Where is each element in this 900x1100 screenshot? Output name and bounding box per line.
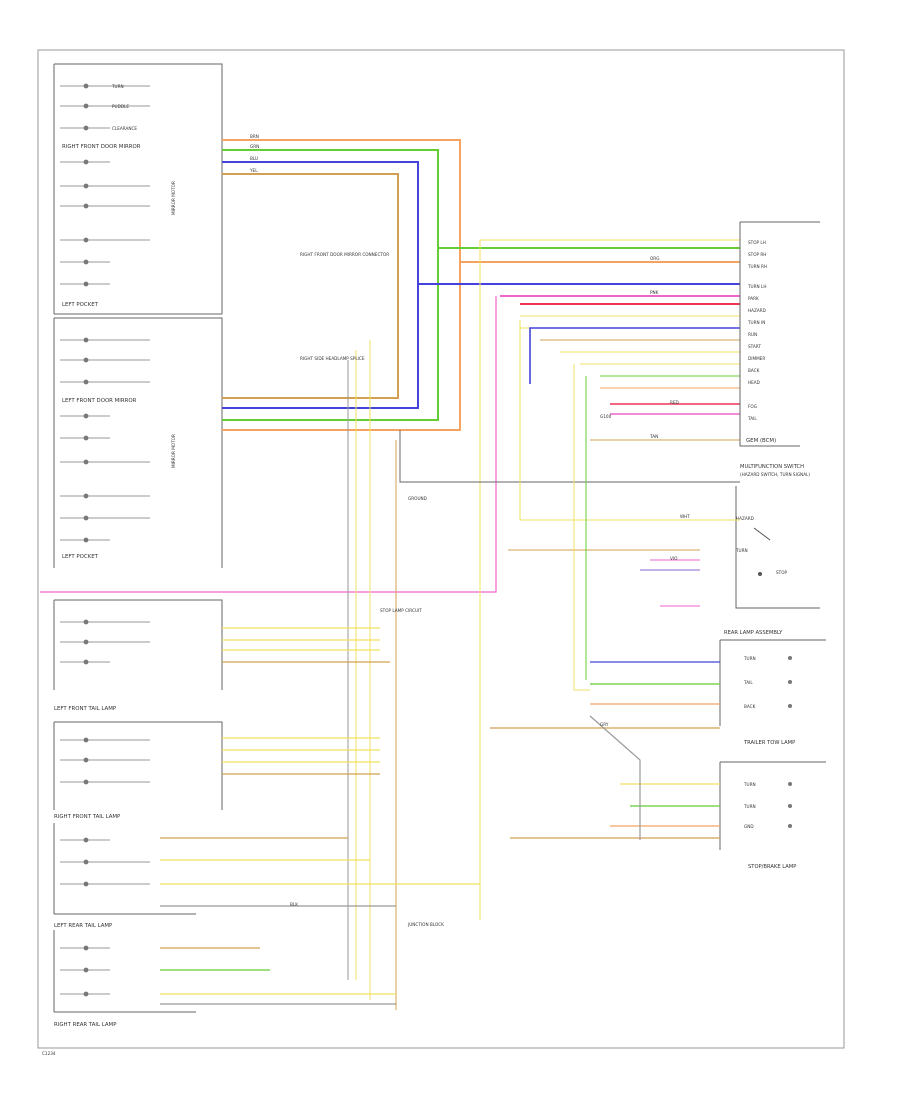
svg-text:TURN: TURN [743, 804, 756, 809]
callout-c1: RIGHT FRONT DOOR MIRROR CONNECTOR [300, 252, 389, 257]
mirror-rr-title-bottom: LEFT POCKET [62, 302, 99, 308]
top-bundle [222, 139, 740, 431]
bulb-symbols [60, 83, 150, 997]
svg-text:BACK: BACK [748, 368, 760, 373]
svg-text:GRN: GRN [250, 144, 259, 149]
wire-tags: BRN GRN BLU YEL ORG PNK TAN VIO RED WHT … [249, 134, 690, 907]
svg-text:BRN: BRN [250, 134, 259, 139]
svg-text:BLK: BLK [290, 902, 298, 907]
svg-text:TURN: TURN [743, 656, 756, 661]
wire-pink-long [40, 296, 497, 593]
svg-text:YEL: YEL [249, 168, 258, 173]
module-thin-wires [520, 315, 740, 441]
callout-c2: RIGHT SIDE HEADLAMP SPLICE [300, 356, 365, 361]
svg-text:RUN: RUN [748, 332, 757, 337]
vertical-feeders [347, 240, 740, 1010]
svg-text:PARK: PARK [748, 296, 759, 301]
callout-c6: G100 [600, 414, 612, 419]
footer-code: C1234 [42, 1051, 56, 1056]
lamp-rf-title: RIGHT FRONT TAIL LAMP [54, 814, 121, 820]
svg-text:HAZARD: HAZARD [748, 308, 766, 313]
svg-text:GRY: GRY [600, 722, 609, 727]
wire-green-top [222, 149, 439, 421]
mirror-rr-bulbs [60, 83, 150, 287]
lamp-lf-outline [53, 599, 223, 690]
lamp-rr-outline [53, 930, 196, 1013]
svg-text:TAN: TAN [649, 434, 658, 439]
left-labels: TURN PUDDLE CLEARANCE RIGHT FRONT DOOR M… [54, 84, 176, 1028]
page-frame [37, 49, 845, 1049]
svg-text:WHT: WHT [680, 514, 690, 519]
svg-text:TAIL: TAIL [747, 416, 757, 421]
mirror-rr-lamp2: PUDDLE [112, 104, 129, 109]
svg-text:BACK: BACK [744, 704, 756, 709]
svg-text:FOG: FOG [748, 404, 757, 409]
mirror-rr-split: MIRROR MOTOR [171, 181, 176, 215]
stop-lamp-assembly: TURN TURN GND STOP/BRAKE LAMP [719, 761, 826, 870]
svg-text:REAR LAMP ASSEMBLY: REAR LAMP ASSEMBLY [724, 630, 783, 636]
svg-text:START: START [748, 344, 761, 349]
svg-text:STOP LH: STOP LH [748, 240, 766, 245]
lamp-feed-wires [160, 627, 480, 1005]
svg-text:STOP RH: STOP RH [748, 252, 766, 257]
mirror-rr-title-top: RIGHT FRONT DOOR MIRROR [62, 144, 141, 150]
svg-text:HAZARD: HAZARD [736, 516, 754, 521]
wire-blue-top [222, 161, 419, 409]
svg-text:GND: GND [744, 824, 754, 829]
mirror-lf-outline [53, 317, 223, 568]
svg-text:TURN IN: TURN IN [747, 320, 765, 325]
svg-text:STOP: STOP [776, 570, 788, 575]
svg-text:TURN: TURN [735, 548, 748, 553]
mirror-lf-split: MIRROR MOTOR [171, 434, 176, 468]
rear-lamp-assembly: REAR LAMP ASSEMBLY TURN TAIL BACK TRAILE… [719, 630, 826, 746]
mirror-lf-title-top: LEFT FRONT DOOR MIRROR [62, 398, 137, 404]
svg-text:VIO: VIO [670, 556, 678, 561]
rear-wires [490, 661, 720, 840]
lamp-lr-outline [53, 823, 196, 915]
svg-text:TURN: TURN [743, 782, 756, 787]
module-title: GEM (BCM) [746, 438, 776, 444]
callout-c4: STOP LAMP CIRCUIT [380, 608, 422, 613]
svg-text:TURN RH: TURN RH [747, 264, 767, 269]
svg-text:(HAZARD SWITCH, TURN SIGNAL): (HAZARD SWITCH, TURN SIGNAL) [740, 472, 810, 477]
left-components [53, 63, 223, 1013]
svg-text:MULTIFUNCTION SWITCH: MULTIFUNCTION SWITCH [740, 464, 804, 470]
lamp-rf-bulbs [60, 737, 150, 785]
svg-text:HEAD: HEAD [748, 380, 760, 385]
mirror-rr-outline [53, 63, 223, 315]
svg-text:BLU: BLU [250, 156, 258, 161]
wire-tan-top [222, 173, 399, 399]
svg-text:TAIL: TAIL [743, 680, 753, 685]
lamp-lf-bulbs [60, 619, 150, 665]
lamp-rf-outline [53, 721, 223, 810]
svg-text:PNK: PNK [650, 290, 659, 295]
module-pins: STOP LH STOP RH TURN RH TURN LH PARK HAZ… [746, 240, 776, 444]
callouts: RIGHT FRONT DOOR MIRROR CONNECTOR RIGHT … [300, 252, 612, 927]
lamp-rr-title: RIGHT REAR TAIL LAMP [54, 1022, 117, 1028]
lamp-rr-bulbs [60, 945, 110, 997]
svg-text:TURN LH: TURN LH [747, 284, 766, 289]
module-block [739, 221, 820, 447]
mirror-rr-lamp1: TURN [111, 84, 124, 89]
multifunction-switch: MULTIFUNCTION SWITCH (HAZARD SWITCH, TUR… [735, 464, 820, 609]
lamp-lr-title: LEFT REAR TAIL LAMP [54, 923, 113, 929]
mirror-rr-lamp3: CLEARANCE [112, 126, 137, 131]
svg-text:DIMMER: DIMMER [748, 356, 765, 361]
svg-text:RED: RED [670, 400, 679, 405]
lamp-lf-title: LEFT FRONT TAIL LAMP [54, 706, 117, 712]
mirror-lf-title-bottom: LEFT POCKET [62, 554, 99, 560]
lamp-lr-bulbs [60, 837, 150, 887]
svg-text:STOP/BRAKE LAMP: STOP/BRAKE LAMP [748, 864, 796, 870]
callout-c3: GROUND [408, 496, 427, 501]
callout-c5: JUNCTION BLOCK [407, 922, 444, 927]
mirror-lf-bulbs [60, 337, 150, 543]
trailer-title: TRAILER TOW LAMP [743, 740, 795, 746]
svg-text:ORG: ORG [650, 256, 659, 261]
